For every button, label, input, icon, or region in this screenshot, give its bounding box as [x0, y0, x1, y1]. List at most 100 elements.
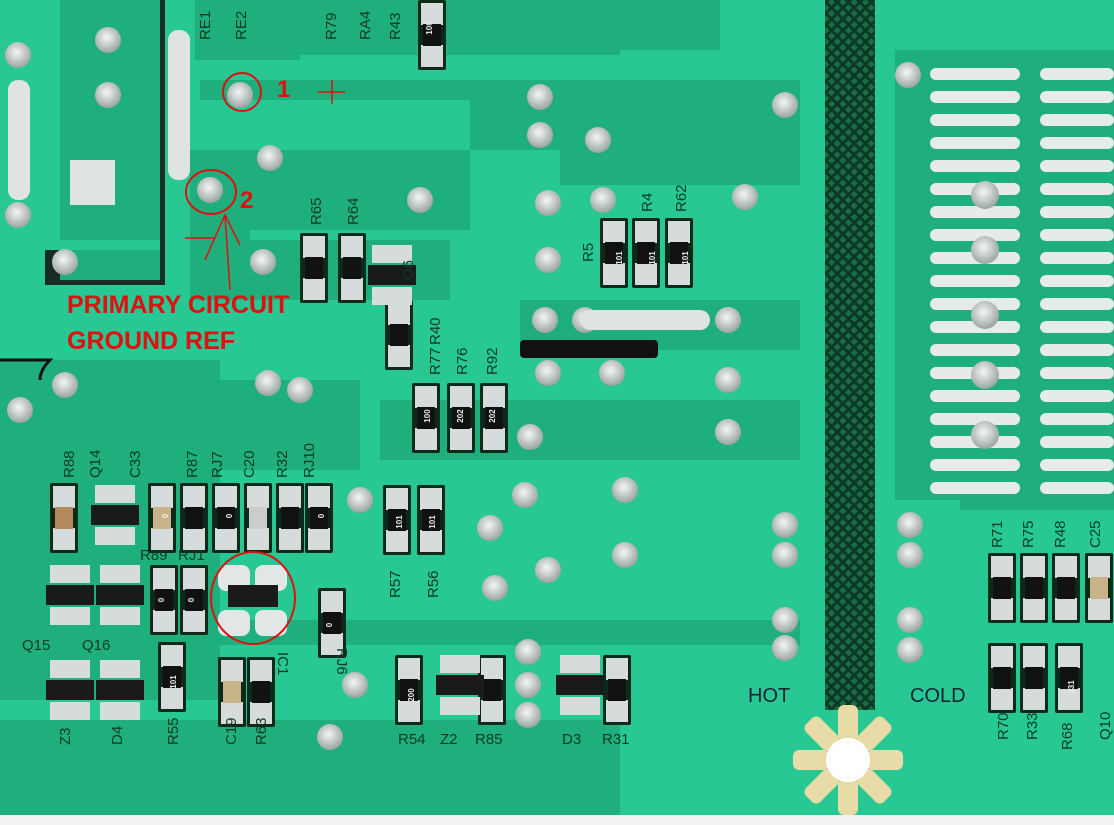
via-hole	[599, 360, 625, 386]
silkscreen-label-r88: R88	[61, 450, 78, 478]
via-hole	[532, 307, 558, 333]
silkscreen-label-r79: R79	[323, 12, 340, 40]
silkscreen-label-c20: C20	[241, 450, 258, 478]
resistor-code-marking: 0	[157, 597, 166, 602]
via-hole	[897, 512, 923, 538]
point-2-label: 2	[240, 187, 253, 214]
caption-ground-ref: GROUND REF	[67, 327, 235, 355]
smd-resistor	[338, 233, 366, 303]
sot23-transistor	[368, 245, 416, 305]
via-hole	[527, 122, 553, 148]
sot23-transistor	[46, 565, 94, 625]
smd-resistor	[447, 383, 475, 453]
via-hole	[772, 635, 798, 661]
via-hole	[535, 557, 561, 583]
silkscreen-label-ra4: RA4	[357, 11, 374, 40]
via-hole	[52, 249, 78, 275]
smd-resistor	[1020, 553, 1048, 623]
silkscreen-label-r71: R71	[989, 520, 1006, 548]
silkscreen-label-c33: C33	[127, 450, 144, 478]
smd-resistor	[50, 483, 78, 553]
silkscreen-label-r5: R5	[580, 243, 597, 262]
smd-resistor	[212, 483, 240, 553]
smd-resistor	[1052, 553, 1080, 623]
silkscreen-label-r65: R65	[308, 197, 325, 225]
silkscreen-label-c25: C25	[1087, 520, 1104, 548]
smd-resistor	[218, 657, 246, 727]
resistor-code-marking: 100	[423, 409, 432, 423]
via-hole	[7, 397, 33, 423]
sot23-transistor	[46, 660, 94, 720]
annotation-circle-2	[185, 169, 237, 215]
silkscreen-label-d4: D4	[109, 726, 126, 745]
annotation-circle-1	[222, 72, 262, 112]
silkscreen-label-r43: R43	[387, 12, 404, 40]
silkscreen-label-r32: R32	[274, 450, 291, 478]
silkscreen-label-r89: R89	[140, 547, 168, 564]
smd-resistor	[305, 483, 333, 553]
smd-resistor	[1055, 643, 1083, 713]
silkscreen-label-r70: R70	[995, 712, 1012, 740]
silkscreen-label-r31: R31	[602, 731, 630, 748]
silkscreen-label-z3: Z3	[57, 727, 74, 745]
resistor-code-marking: 101	[615, 251, 624, 265]
smd-resistor	[150, 565, 178, 635]
via-hole	[287, 377, 313, 403]
resistor-code-marking: 101	[648, 251, 657, 265]
smd-resistor	[988, 643, 1016, 713]
via-hole	[227, 82, 253, 108]
silkscreen-label-r64: R64	[345, 197, 362, 225]
silkscreen-label-r62: R62	[673, 184, 690, 212]
via-hole	[517, 424, 543, 450]
via-hole	[52, 372, 78, 398]
via-hole	[317, 724, 343, 750]
resistor-code-marking: 0	[161, 513, 170, 518]
silkscreen-label-r85: R85	[475, 731, 503, 748]
via-hole	[197, 177, 223, 203]
resistor-code-marking: 101	[428, 515, 437, 529]
via-hole	[897, 607, 923, 633]
resistor-code-marking: 101	[395, 515, 404, 529]
resistor-code-marking: 202	[488, 409, 497, 423]
via-hole	[257, 145, 283, 171]
silkscreen-label-rj7: RJ7	[209, 451, 226, 478]
smd-resistor	[148, 483, 176, 553]
via-hole	[512, 482, 538, 508]
via-hole	[715, 367, 741, 393]
smd-resistor	[180, 565, 208, 635]
ic1-chip	[218, 565, 287, 636]
silkscreen-label-q6: Q6	[400, 260, 417, 280]
silkscreen-label-q16: Q16	[82, 637, 110, 654]
silkscreen-label-ic1: IC1	[274, 652, 291, 675]
via-hole	[515, 702, 541, 728]
hot-zone-label: HOT	[748, 685, 790, 707]
sot23-transistor	[436, 655, 484, 715]
silkscreen-label-r54: R54	[398, 731, 426, 748]
via-hole	[772, 542, 798, 568]
heatsink-pads	[930, 68, 1114, 494]
ic1-highlight-circle	[210, 551, 296, 645]
resistor-code-marking: 331	[1067, 680, 1076, 694]
resistor-code-marking: 100	[425, 21, 434, 35]
silkscreen-label-r40: R40	[427, 317, 444, 345]
via-hole	[407, 187, 433, 213]
via-hole	[535, 247, 561, 273]
pointer-arrow	[185, 213, 241, 291]
smd-resistor	[417, 485, 445, 555]
silkscreen-label-r92: R92	[484, 347, 501, 375]
resistor-code-marking: 202	[456, 409, 465, 423]
smd-resistor	[665, 218, 693, 288]
silkscreen-label-re1: RE1	[197, 11, 214, 40]
via-hole	[612, 477, 638, 503]
smd-resistor	[600, 218, 628, 288]
via-hole	[342, 672, 368, 698]
via-hole	[895, 62, 921, 88]
silkscreen-label-r76: R76	[454, 347, 471, 375]
via-hole	[590, 187, 616, 213]
silkscreen-label-r63: R63	[253, 717, 270, 745]
silkscreen-label-re2: RE2	[233, 11, 250, 40]
via-hole	[5, 202, 31, 228]
via-hole	[612, 542, 638, 568]
annotation-markup: 1 2 PRIMARY CIRCUIT GROUND REF	[67, 72, 345, 645]
